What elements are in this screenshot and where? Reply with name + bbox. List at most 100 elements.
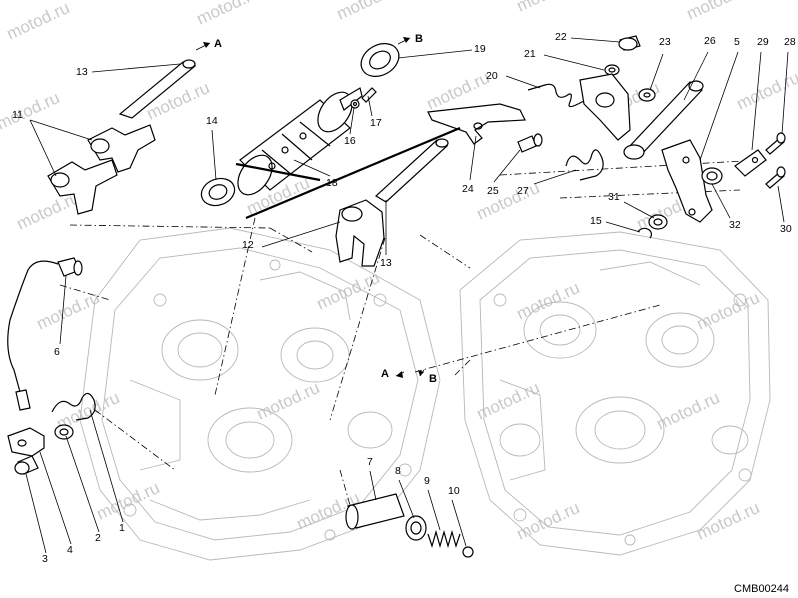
leader-line-1: [89, 409, 124, 523]
callout-12: 12: [242, 239, 254, 251]
callout-29: 29: [757, 36, 769, 48]
callout-24: 24: [462, 183, 474, 195]
locating-pin: [517, 133, 543, 153]
circlip-15: [637, 227, 653, 239]
callout-14: 14: [206, 115, 218, 127]
leader-line-23: [649, 53, 664, 91]
leader-line-2: [65, 435, 100, 533]
spring-9: [427, 529, 461, 549]
callout-13a: 13: [76, 66, 88, 78]
leader-line-3: [25, 473, 47, 554]
screw-30: [765, 166, 786, 189]
callout-9: 9: [424, 475, 430, 487]
callout-31: 31: [608, 191, 620, 203]
callout-30: 30: [780, 223, 792, 235]
leader-line-26: [683, 51, 709, 101]
callout-22: 22: [555, 31, 567, 43]
callout-17: 17: [370, 117, 382, 129]
leader-line-8: [398, 479, 415, 519]
stop-plate-4: [7, 427, 45, 457]
gear-shift-shaft: [623, 80, 704, 160]
leader-line-30: [777, 185, 785, 223]
leader-line-14: [211, 129, 217, 181]
reference-arrows: [195, 37, 425, 378]
leader-line-11a: [29, 119, 93, 141]
assembly-axis-lines: [59, 159, 761, 506]
reference-letter-a-top: A: [214, 38, 222, 50]
drum-pin-and-washer: [350, 87, 377, 109]
leader-line-25: [493, 149, 521, 183]
crankcase-left-half: [79, 227, 441, 561]
selector-lever: [579, 73, 631, 141]
leader-line-31: [623, 201, 655, 219]
leader-line-27: [533, 169, 577, 185]
leader-line-17: [367, 95, 373, 117]
callout-32: 32: [729, 219, 741, 231]
watermark-text: motod.ru: [334, 0, 403, 24]
drum-washer-left: [200, 177, 236, 207]
callout-8: 8: [395, 465, 401, 477]
shift-fork-left: [47, 124, 156, 215]
bolt-22: [618, 35, 641, 51]
watermark-text: motod.ru: [514, 498, 583, 544]
leader-line-18: [293, 159, 331, 177]
plug-7: [345, 493, 405, 530]
leader-line-32: [711, 183, 731, 219]
leader-line-20: [505, 75, 541, 89]
watermark-text: motod.ru: [474, 178, 543, 224]
watermark-text: motod.ru: [0, 88, 62, 134]
watermark-text: motod.ru: [14, 188, 83, 234]
leader-line-7: [369, 470, 377, 501]
leader-line-4: [39, 451, 72, 545]
crankcase-right-half: [459, 231, 771, 556]
callout-10: 10: [448, 485, 460, 497]
reference-letter-b-middle: B: [429, 373, 437, 385]
callout-15: 15: [590, 215, 602, 227]
ball-10: [462, 546, 474, 558]
callout-2: 2: [95, 532, 101, 544]
reference-letter-b-top: B: [415, 33, 423, 45]
shift-return-spring-1: [51, 392, 96, 421]
leader-line-9: [427, 489, 441, 531]
leader-line-24: [469, 135, 477, 181]
leader-line-10: [451, 499, 467, 547]
callout-26: 26: [704, 35, 716, 47]
neutral-sensor: [7, 257, 83, 411]
leader-line-15: [605, 221, 641, 233]
ratchet-spring-lower: [565, 149, 604, 181]
watermark-text: motod.ru: [694, 498, 763, 544]
watermark-text: motod.ru: [514, 278, 583, 324]
watermark-text: motod.ru: [684, 0, 753, 24]
ratchet-spring-upper: [527, 83, 591, 108]
callout-7: 7: [367, 456, 373, 468]
leader-line-11b: [29, 119, 57, 177]
watermark-layer: motod.ru motod.ru motod.ru motod.ru motod.ru…: [0, 0, 798, 544]
watermark-text: motod.ru: [194, 0, 263, 29]
seal-8: [405, 515, 427, 541]
callout-18: 18: [326, 177, 338, 189]
callout-13b: 13: [380, 257, 392, 269]
watermark-text: motod.ru: [694, 288, 763, 334]
leader-line-5: [699, 51, 739, 161]
drawing-code-label: CMB00244: [734, 583, 789, 595]
leader-line-12: [261, 221, 341, 248]
callout-1: 1: [119, 522, 125, 534]
callout-28: 28: [784, 36, 796, 48]
callout-19: 19: [474, 43, 486, 55]
watermark-text: motod.ru: [734, 68, 798, 114]
watermark-text: motod.ru: [4, 0, 73, 44]
callout-4: 4: [67, 544, 73, 556]
callout-23: 23: [659, 36, 671, 48]
leader-line-29: [751, 51, 762, 151]
leader-line-21: [543, 54, 605, 71]
washer-2: [54, 424, 74, 440]
selector-ratchet-plate: [427, 103, 526, 145]
shift-fork-center: [335, 199, 385, 267]
drum-washer-right: [360, 43, 400, 77]
callout-21: 21: [524, 48, 536, 60]
watermark-text: motod.ru: [514, 0, 583, 16]
leader-line-13a: [91, 63, 181, 73]
bushing-23: [638, 88, 656, 102]
